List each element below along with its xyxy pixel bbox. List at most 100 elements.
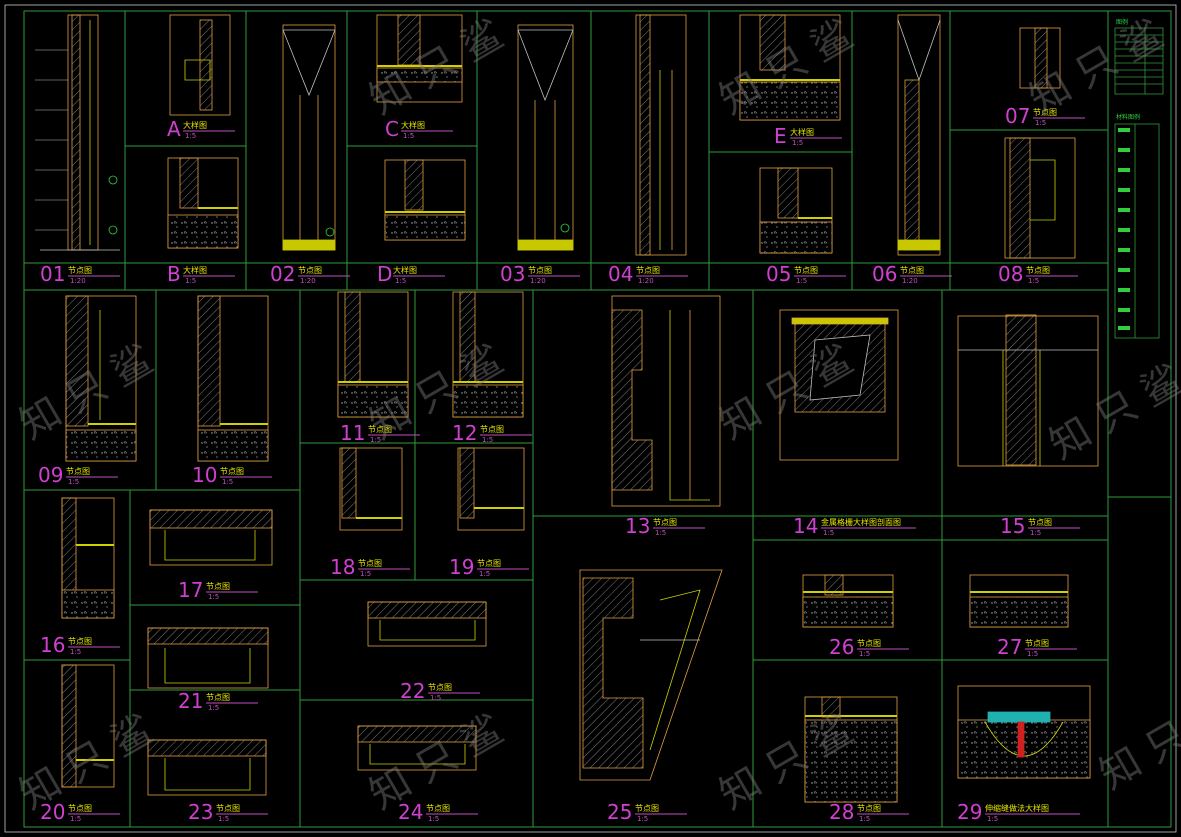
legend-section-label: 材料图例 [1116,113,1140,121]
detail-scale: 1:5 [208,704,219,712]
detail-number: 23 [188,800,213,824]
detail-title: 节点图 [216,804,240,813]
detail-title: 节点图 [206,693,230,702]
watermark: 知 只 鲨 [1042,356,1181,469]
detail-title: 大样图 [790,127,814,137]
detail-number: 20 [40,800,65,824]
detail-scale: 1:5 [823,529,834,537]
detail-scale: 1:5 [655,529,666,537]
detail-title: 节点图 [428,683,452,692]
detail-number: 09 [38,463,63,487]
detail-title: 节点图 [477,559,501,568]
detail-number: 29 [957,800,982,824]
detail-scale: 1:5 [637,815,648,823]
detail-title: 节点图 [1025,639,1049,648]
detail-scale: 1:5 [479,570,490,578]
legend-header: 图例 [1116,18,1128,26]
detail-number: C [385,117,399,141]
detail-title: 节点图 [298,266,322,275]
detail-title: 节点图 [426,804,450,813]
detail-title: 节点图 [900,266,924,275]
panel-grid [24,11,1171,827]
watermark: 知 只 鲨 [12,706,161,819]
detail-scale: 1:5 [395,277,406,285]
detail-number: 12 [452,421,477,445]
detail-title: 节点图 [857,804,881,813]
detail-title: 节点图 [68,804,92,813]
detail-number: 05 [766,262,791,286]
inner-frame [23,10,1172,828]
detail-title: 节点图 [794,266,818,275]
outer-frame [4,4,1177,833]
detail-number: 07 [1005,104,1030,128]
detail-scale: 1:5 [859,815,870,823]
detail-title: 节点图 [857,639,881,648]
detail-number: 04 [608,262,633,286]
detail-number: 08 [998,262,1023,286]
detail-title: 大样图 [183,120,207,130]
detail-number: A [167,117,181,141]
detail-number: 13 [625,514,650,538]
detail-title: 节点图 [480,425,504,434]
detail-title: 节点图 [206,582,230,591]
detail-title: 金属格栅大样图剖面图 [821,517,901,527]
detail-scale: 1:5 [482,436,493,444]
detail-scale: 1:20 [530,277,546,285]
detail-number: 27 [997,635,1022,659]
detail-number: B [167,262,181,286]
watermark: 知 只 鲨 [362,11,511,124]
detail-scale: 1:5 [185,132,196,140]
detail-number: 03 [500,262,525,286]
detail-scale: 1:20 [902,277,918,285]
detail-title: 节点图 [368,425,392,434]
detail-scale: 1:5 [1028,277,1039,285]
detail-number: 10 [192,463,217,487]
detail-scale: 1:5 [68,478,79,486]
detail-scale: 1:20 [300,277,316,285]
detail-title: 节点图 [1028,518,1052,527]
detail-scale: 1:5 [428,815,439,823]
detail-scale: 1:5 [1035,119,1046,127]
detail-scale: 1:20 [70,277,86,285]
detail-scale: 1:5 [185,277,196,285]
detail-scale: 1:5 [370,436,381,444]
detail-number: 24 [398,800,423,824]
detail-title: 节点图 [636,266,660,275]
detail-number: 11 [340,421,365,445]
detail-scale: 1:5 [859,650,870,658]
detail-title: 节点图 [528,266,552,275]
detail-number: 21 [178,689,203,713]
detail-title: 节点图 [68,266,92,275]
detail-number: 06 [872,262,897,286]
detail-scale: 1:5 [70,648,81,656]
detail-scale: 1:5 [70,815,81,823]
detail-number: 25 [607,800,632,824]
detail-title: 节点图 [68,637,92,646]
detail-scale: 1:5 [360,570,371,578]
detail-scale: 1:5 [792,139,803,147]
detail-title: 伸缩缝做法大样图 [985,803,1049,813]
